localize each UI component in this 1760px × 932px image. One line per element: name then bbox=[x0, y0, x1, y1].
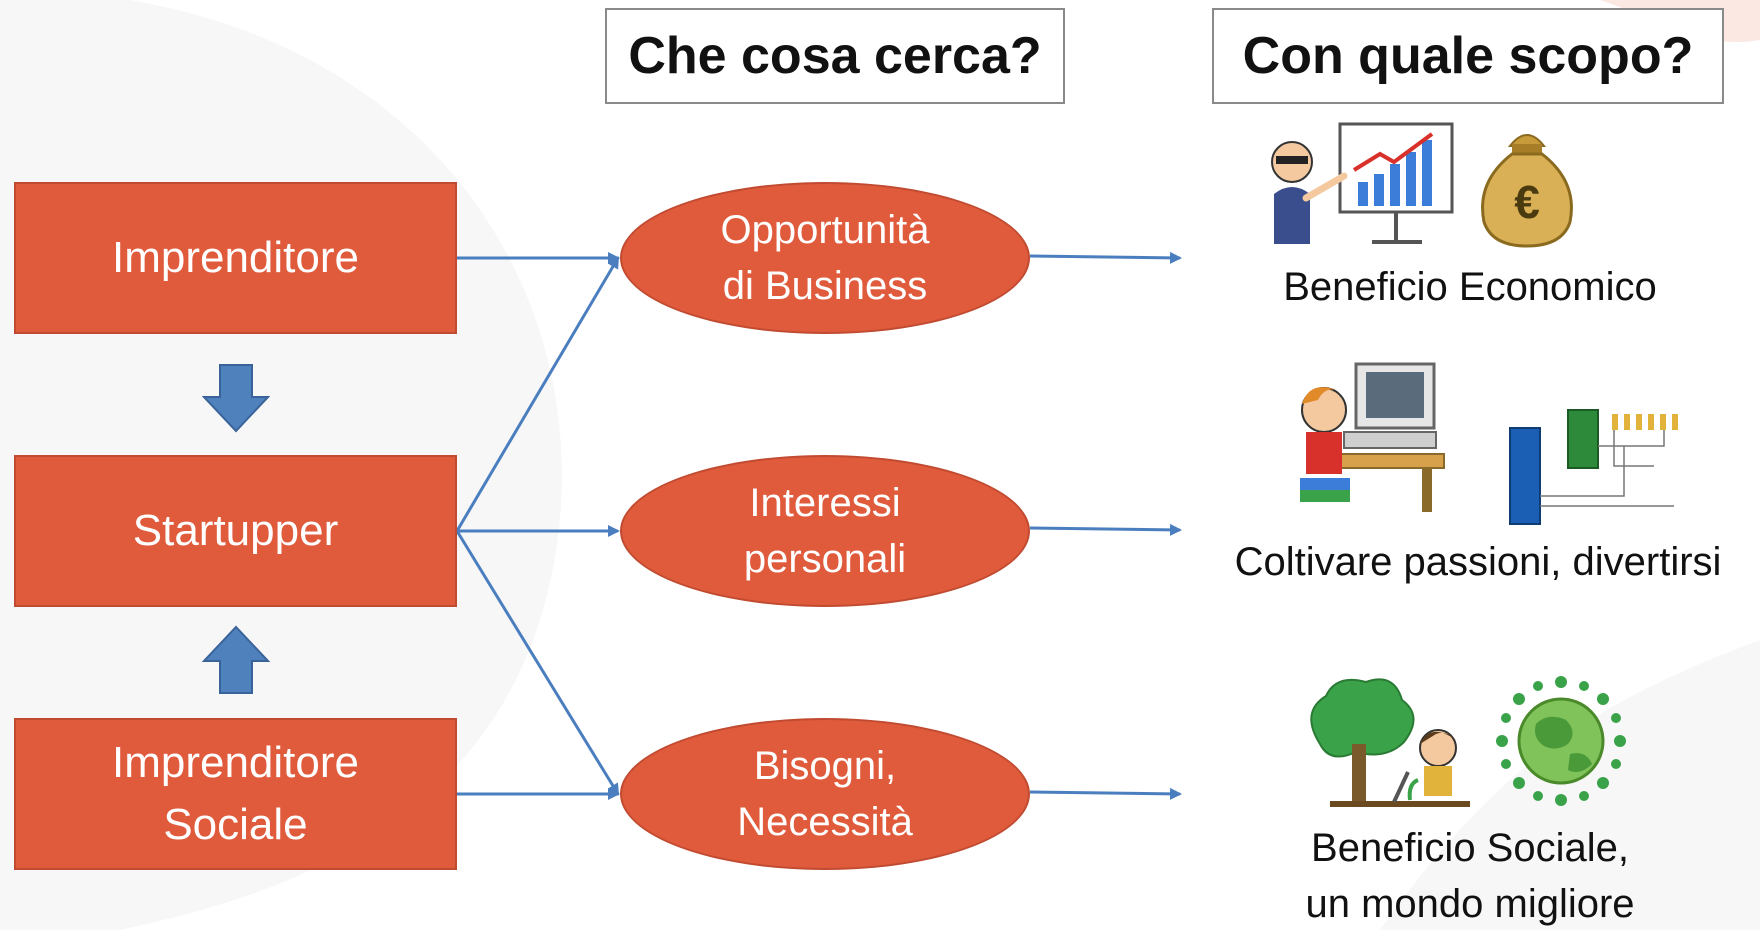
role-box-startupper: Startupper bbox=[14, 455, 457, 607]
money-bag-icon: € bbox=[1481, 134, 1573, 248]
role-label: Startupper bbox=[132, 506, 339, 555]
purpose-label-economico: Beneficio Economico bbox=[1240, 259, 1700, 315]
header-question-text: Che cosa cerca? bbox=[628, 27, 1042, 85]
connector-interessi-passioni bbox=[1029, 523, 1182, 536]
circuit-board-icon bbox=[1509, 409, 1678, 525]
purpose-label-passioni: Coltivare passioni, divertirsi bbox=[1208, 534, 1748, 590]
purpose-text: Beneficio Sociale, un mondo migliore bbox=[1305, 826, 1635, 926]
connector-opportunita-economico bbox=[1029, 251, 1182, 264]
arrow-down-icon bbox=[202, 364, 270, 433]
need-oval-opportunita: Opportunità di Business bbox=[620, 182, 1030, 334]
purpose-label-sociale: Beneficio Sociale, un mondo migliore bbox=[1240, 820, 1700, 932]
purpose-text: Beneficio Economico bbox=[1283, 265, 1657, 309]
arrow-up-icon bbox=[202, 625, 270, 694]
role-label: Imprenditore Sociale bbox=[111, 738, 359, 849]
header-purpose: Con quale scopo? bbox=[1212, 8, 1724, 104]
need-oval-interessi: Interessi personali bbox=[620, 455, 1030, 607]
need-label: Interessi personali bbox=[743, 481, 907, 581]
role-box-imprenditore: Imprenditore bbox=[14, 182, 457, 334]
header-question: Che cosa cerca? bbox=[605, 8, 1065, 104]
connector-bisogni-sociale bbox=[1029, 787, 1182, 800]
connector-startupper-opportunita bbox=[455, 256, 620, 532]
globe-people-icon bbox=[1496, 676, 1626, 806]
role-label: Imprenditore bbox=[111, 233, 359, 282]
svg-text:€: € bbox=[1514, 176, 1540, 228]
tree-planting-icon bbox=[1310, 678, 1470, 807]
need-label: Opportunità di Business bbox=[720, 208, 930, 308]
header-purpose-text: Con quale scopo? bbox=[1242, 27, 1694, 85]
kid-computer-icon bbox=[1300, 362, 1445, 512]
presenter-chart-icon bbox=[1271, 122, 1454, 244]
need-label: Bisogni, Necessità bbox=[737, 744, 913, 844]
connector-startupper-bisogni bbox=[455, 530, 620, 796]
role-box-imprenditore-sociale: Imprenditore Sociale bbox=[14, 718, 457, 870]
purpose-text: Coltivare passioni, divertirsi bbox=[1234, 540, 1722, 584]
need-oval-bisogni: Bisogni, Necessità bbox=[620, 718, 1030, 870]
